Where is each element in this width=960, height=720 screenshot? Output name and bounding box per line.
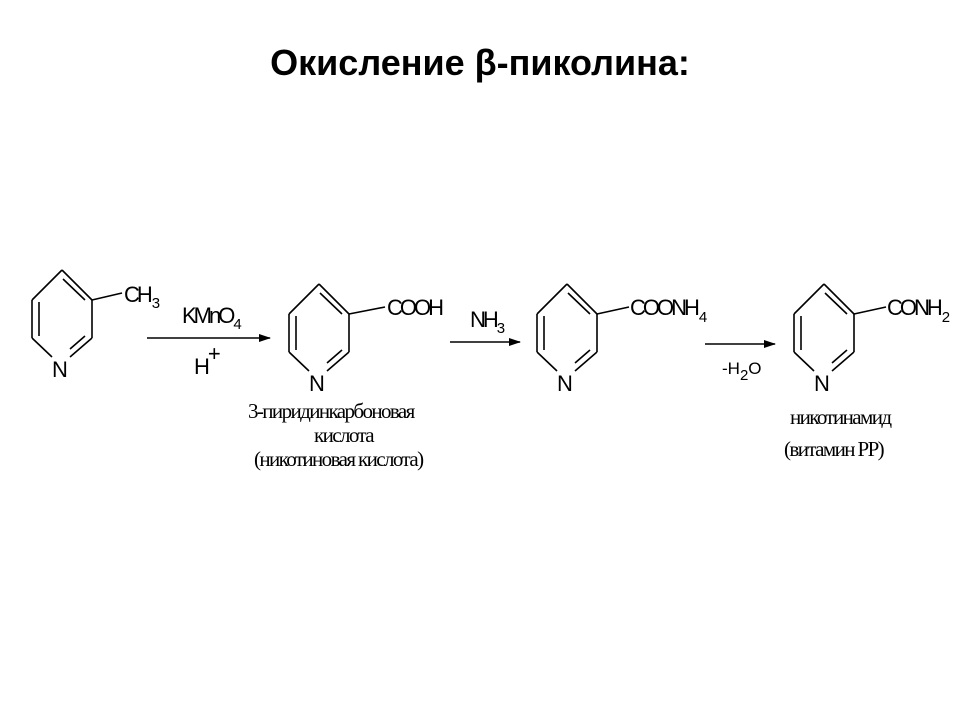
caption-nicotinic-acid: 3-пиридинкарбоновая кислота (никотиновая… bbox=[248, 399, 426, 471]
substituent-group: COOH bbox=[387, 295, 443, 320]
arrow-ammonia: NH3 bbox=[450, 307, 521, 346]
pyridine-ring bbox=[793, 283, 887, 372]
arrow-oxidation: KMnO4 H+ bbox=[147, 303, 271, 379]
ring-nitrogen: N bbox=[814, 371, 829, 396]
arrow-dehydration: -H2O bbox=[705, 340, 776, 384]
reagent-h-plus: H+ bbox=[194, 341, 220, 379]
caption-line: (никотиновая кислота) bbox=[254, 447, 424, 471]
slide-title: Окисление β-пиколина: bbox=[270, 42, 690, 83]
molecule-nicotinic-acid: N COOH bbox=[288, 283, 446, 396]
caption-line: (витамин PP) bbox=[784, 437, 885, 461]
caption-line: никотинамид bbox=[790, 405, 892, 429]
pyridine-ring bbox=[31, 269, 123, 358]
pyridine-ring bbox=[536, 283, 630, 372]
ring-nitrogen: N bbox=[309, 371, 324, 396]
caption-line: кислота bbox=[314, 423, 375, 447]
reagent-kmno4: KMnO4 bbox=[182, 303, 242, 333]
ring-nitrogen: N bbox=[52, 357, 67, 382]
caption-nicotinamide: никотинамид (витамин PP) bbox=[784, 405, 894, 461]
pyridine-ring bbox=[288, 283, 386, 372]
reagent-minus-water: -H2O bbox=[722, 359, 762, 384]
caption-line: 3-пиридинкарбоновая bbox=[248, 399, 416, 423]
reagent-nh3: NH3 bbox=[470, 307, 505, 337]
ring-nitrogen: N bbox=[557, 371, 572, 396]
